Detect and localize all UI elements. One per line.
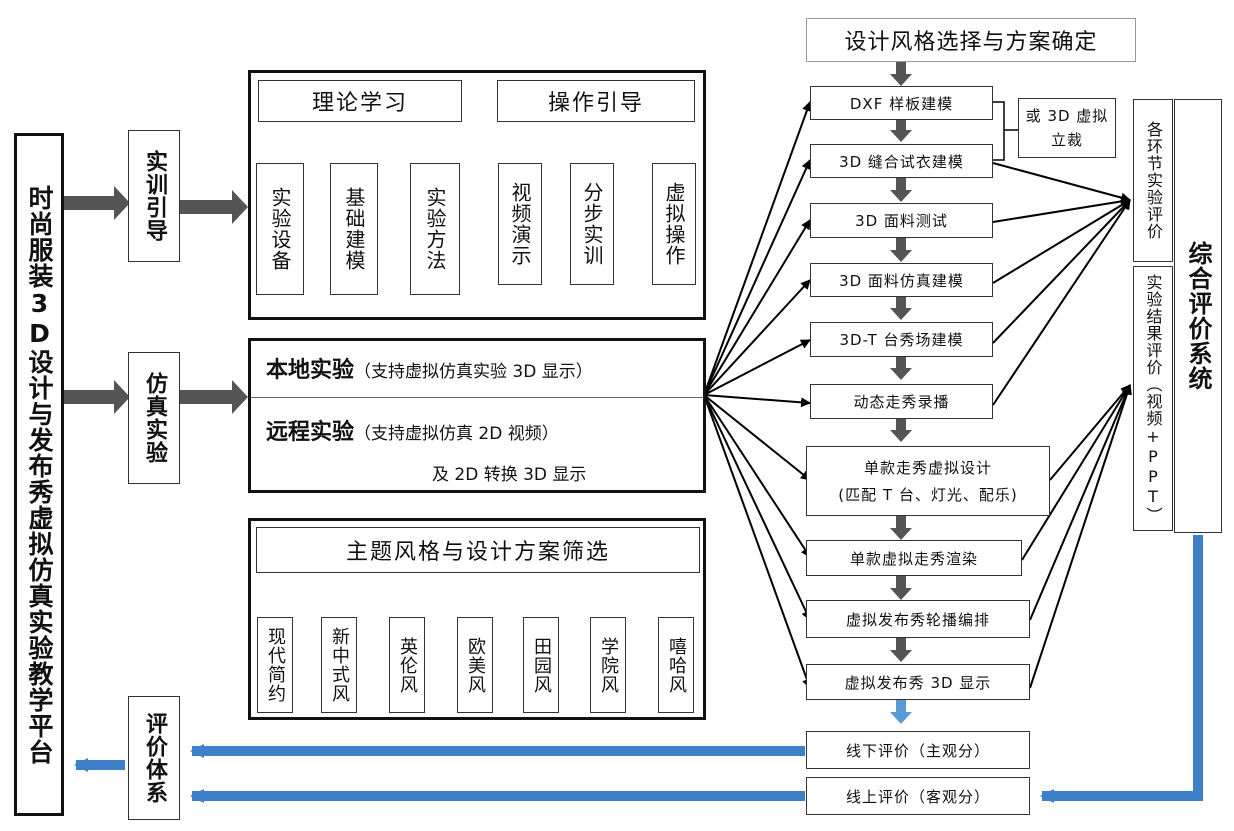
online-evaluation-label: 线上评价（客观分） [845, 787, 990, 806]
process-top: 设计风格选择与方案确定 [806, 18, 1136, 62]
process-step: 虚拟发布秀 3D 显示 [806, 664, 1030, 700]
platform-title: 时尚服装3D设计与发布秀虚拟仿真实验教学平台 [25, 184, 54, 765]
simulation-module-label: 仿真实验 [142, 372, 167, 464]
fan-arrows [703, 101, 812, 689]
process-step: 3D 面料测试 [810, 203, 993, 238]
gray-arrow-simulation-to-panel [180, 380, 248, 414]
comprehensive-evaluation-title: 综合评价系统 [1184, 241, 1212, 391]
result-evaluation-label: 实验结果评价（视频+PPT） [1143, 273, 1163, 524]
process-step-label: 3D-T 台秀场建模 [839, 331, 964, 349]
stage-evaluation-box: 各环节实验评价 [1133, 99, 1173, 262]
training-item-label: 基础建模 [342, 187, 366, 271]
local-experiment-title: 本地实验 [266, 358, 355, 383]
theory-learning-label: 理论学习 [311, 91, 408, 116]
training-item: 虚拟操作 [652, 163, 696, 285]
platform-title-box: 时尚服装3D设计与发布秀虚拟仿真实验教学平台 [14, 133, 64, 816]
theme-item-label: 欧美风 [465, 636, 486, 694]
process-step-label: 3D 面料仿真建模 [839, 271, 964, 290]
training-item-label: 虚拟操作 [662, 182, 686, 266]
simulation-module: 仿真实验 [128, 352, 180, 484]
process-step: 虚拟发布秀轮播编排 [806, 600, 1030, 638]
blue-feedback-arrows [74, 535, 1203, 803]
training-module-label: 实训引导 [142, 150, 167, 242]
process-step-label: 单款走秀虚拟设计 [863, 459, 992, 477]
process-step: 3D 面料仿真建模 [810, 263, 993, 297]
theme-header: 主题风格与设计方案筛选 [256, 527, 700, 573]
gray-down-arrows-process [890, 62, 912, 662]
local-experiment-desc: （支持虚拟仿真实验 3D 显示） [354, 362, 593, 382]
process-step-sublabel: (匹配 T 台、灯光、配乐) [838, 486, 1018, 504]
theme-item-label: 嘻哈风 [666, 636, 687, 694]
process-step: 动态走秀录播 [810, 384, 993, 419]
training-item-label: 分步实训 [580, 182, 604, 266]
alt-brace [993, 101, 1018, 161]
remote-experiment-desc: （支持虚拟仿真 2D 视频） [354, 424, 559, 444]
theme-item: 田园风 [523, 617, 559, 713]
process-step-label: DXF 样板建模 [849, 94, 954, 113]
gray-arrow-training-to-panel [180, 190, 248, 224]
process-step: DXF 样板建模 [810, 86, 993, 120]
process-step: 3D-T 台秀场建模 [810, 322, 993, 357]
theme-item-label: 新中式风 [329, 627, 350, 703]
gray-arrow-platform-to-simulation [62, 380, 130, 414]
training-item: 实验设备 [256, 163, 304, 295]
training-module: 实训引导 [128, 130, 180, 262]
process-step-label: 单款虚拟走秀渲染 [849, 549, 978, 568]
evaluation-module: 评价体系 [128, 696, 180, 820]
blue-down-arrow [890, 700, 912, 724]
alt-virtual-draping: 或 3D 虚拟立裁 [1018, 98, 1116, 158]
simulation-divider [251, 397, 703, 398]
process-step-label: 3D 缝合试衣建模 [839, 152, 964, 171]
result-evaluation-box: 实验结果评价（视频+PPT） [1133, 266, 1173, 531]
training-item: 分步实训 [570, 163, 614, 285]
local-experiment-row: 本地实验（支持虚拟仿真实验 3D 显示） [266, 352, 593, 384]
theme-item-label: 英伦风 [397, 636, 418, 694]
theme-item: 现代简约 [257, 617, 293, 713]
remote-experiment-title: 远程实验 [266, 420, 355, 445]
theme-item-label: 学院风 [598, 636, 619, 694]
converge-arrows-stage [992, 162, 1131, 406]
simulation-panel [248, 338, 706, 493]
offline-evaluation-label: 线下评价（主观分） [845, 741, 990, 760]
remote-experiment-row: 远程实验（支持虚拟仿真 2D 视频） [266, 414, 559, 446]
alt-virtual-draping-label: 或 3D 虚拟立裁 [1025, 107, 1109, 149]
process-step-label: 动态走秀录播 [853, 393, 950, 411]
training-item-label: 实验方法 [423, 187, 447, 271]
process-step: 3D 缝合试衣建模 [810, 144, 993, 178]
training-item: 实验方法 [410, 163, 460, 295]
process-step-label: 虚拟发布秀 3D 显示 [844, 673, 992, 692]
training-item-label: 实验设备 [268, 187, 292, 271]
process-step: 单款虚拟走秀渲染 [806, 540, 1022, 576]
training-item: 基础建模 [330, 163, 378, 295]
remote-experiment-desc2: 及 2D 转换 3D 显示 [432, 465, 587, 485]
theme-item-label: 田园风 [531, 636, 552, 694]
theme-item: 学院风 [590, 617, 626, 713]
gray-arrow-platform-to-training [62, 186, 130, 220]
theory-learning-header: 理论学习 [258, 80, 462, 122]
operation-guide-header: 操作引导 [497, 80, 695, 122]
process-step-label: 3D 面料测试 [855, 212, 948, 230]
offline-evaluation: 线下评价（主观分） [806, 731, 1030, 769]
process-step-multi: 单款走秀虚拟设计 (匹配 T 台、灯光、配乐) [806, 446, 1050, 516]
theme-item-label: 现代简约 [265, 627, 286, 703]
converge-arrows-result [1021, 384, 1132, 689]
stage-evaluation-label: 各环节实验评价 [1144, 121, 1163, 240]
operation-guide-label: 操作引导 [547, 91, 644, 116]
training-item: 视频演示 [498, 163, 542, 285]
comprehensive-evaluation-box: 综合评价系统 [1174, 99, 1222, 533]
process-step-label: 虚拟发布秀轮播编排 [845, 610, 990, 629]
process-top-label: 设计风格选择与方案确定 [844, 30, 1098, 55]
theme-item: 欧美风 [457, 617, 493, 713]
theme-header-label: 主题风格与设计方案筛选 [345, 540, 610, 565]
evaluation-module-label: 评价体系 [142, 712, 167, 804]
theme-item: 嘻哈风 [658, 617, 694, 713]
theme-item: 英伦风 [389, 617, 425, 713]
online-evaluation: 线上评价（客观分） [806, 777, 1030, 815]
theme-item: 新中式风 [321, 617, 357, 713]
training-item-label: 视频演示 [508, 182, 532, 266]
